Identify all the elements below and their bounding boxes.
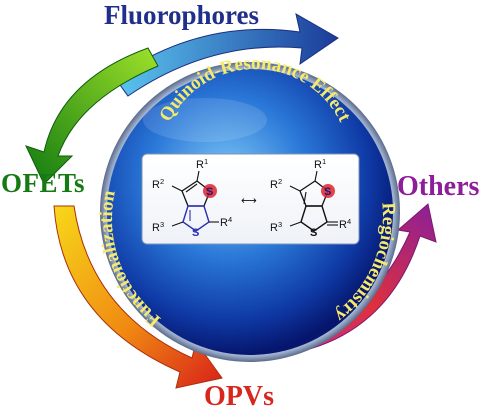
resonance-arrow: ⟷ (241, 195, 257, 207)
label-opvs: OPVs (204, 381, 274, 412)
sulfur-bottom-right: S (310, 227, 317, 239)
sulfur-bottom-left: S (192, 227, 199, 239)
structure-aromatic: S S R1 R2 R3 R4 (152, 157, 232, 239)
label-ofets: OFETs (1, 168, 86, 198)
structure-quinoid: S S R1 R2 R3 R4 (270, 157, 351, 239)
arrow-blue-top (114, 13, 339, 97)
r4-left: R4 (220, 215, 232, 229)
sulfur-highlight-right (321, 184, 335, 198)
molecule-panel: S S R1 R2 R3 R4 ⟷ S S R1 (141, 153, 360, 245)
sulfur-highlight-left (203, 184, 217, 198)
arrow-green-left (25, 47, 159, 185)
sulfur-top-right: S (324, 186, 331, 198)
r1-right: R1 (314, 157, 326, 171)
r2-left: R2 (152, 177, 164, 191)
r3-left: R3 (152, 220, 164, 234)
label-fluorophores: Fluorophores (104, 0, 260, 30)
r2-right: R2 (270, 177, 282, 191)
label-others: Others (397, 171, 480, 202)
r1-left: R1 (196, 157, 208, 171)
arrow-orange-bottom (53, 205, 223, 389)
sphere-highlight (143, 98, 267, 142)
r3-right: R3 (270, 220, 282, 234)
sulfur-top-left: S (206, 186, 213, 198)
r4-right: R4 (339, 217, 351, 231)
